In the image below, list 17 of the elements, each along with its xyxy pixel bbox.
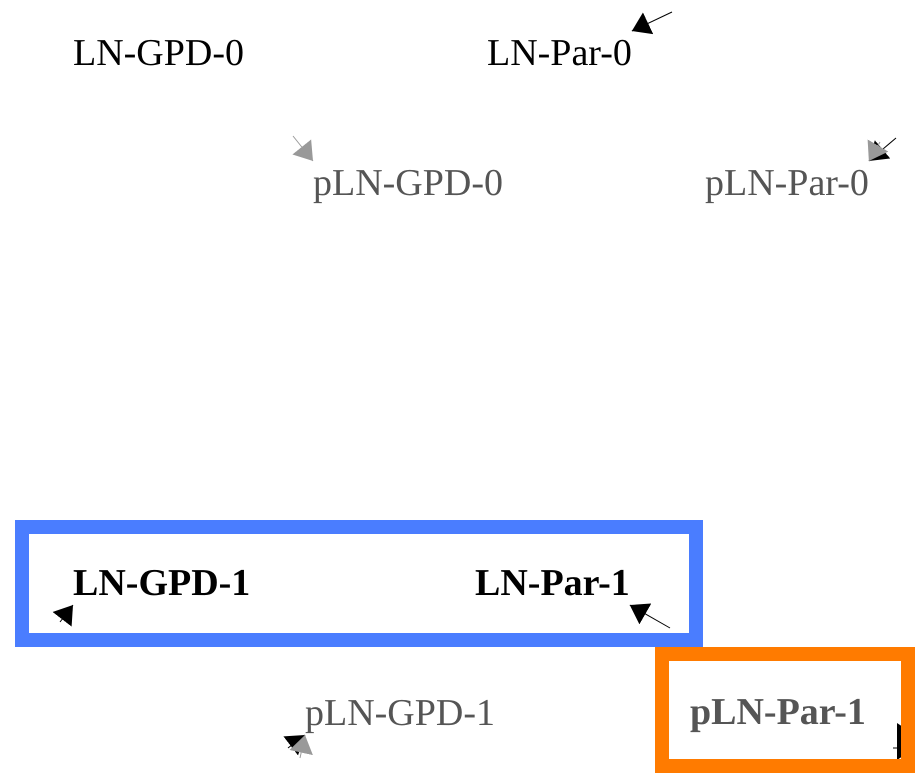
arrowhead [868,139,888,162]
arrowhead [52,604,74,627]
node-label: LN-GPD-1 [73,561,250,605]
highlight-box: pLN-Par-1 [655,647,915,773]
node-label: LN-Par-1 [475,561,630,605]
node-label: pLN-GPD-1 [305,691,495,735]
node-label: LN-GPD-0 [73,31,244,75]
arrowhead [631,12,672,34]
node-label: LN-Par-0 [487,31,632,75]
node-label: pLN-GPD-0 [313,161,503,205]
highlight-box [15,520,703,647]
arrowhead [289,734,313,758]
node-label: pLN-Par-0 [705,161,869,205]
arrowhead [283,734,306,756]
arrowhead [629,604,670,628]
arrowhead [868,138,896,162]
arrowhead [292,136,314,162]
